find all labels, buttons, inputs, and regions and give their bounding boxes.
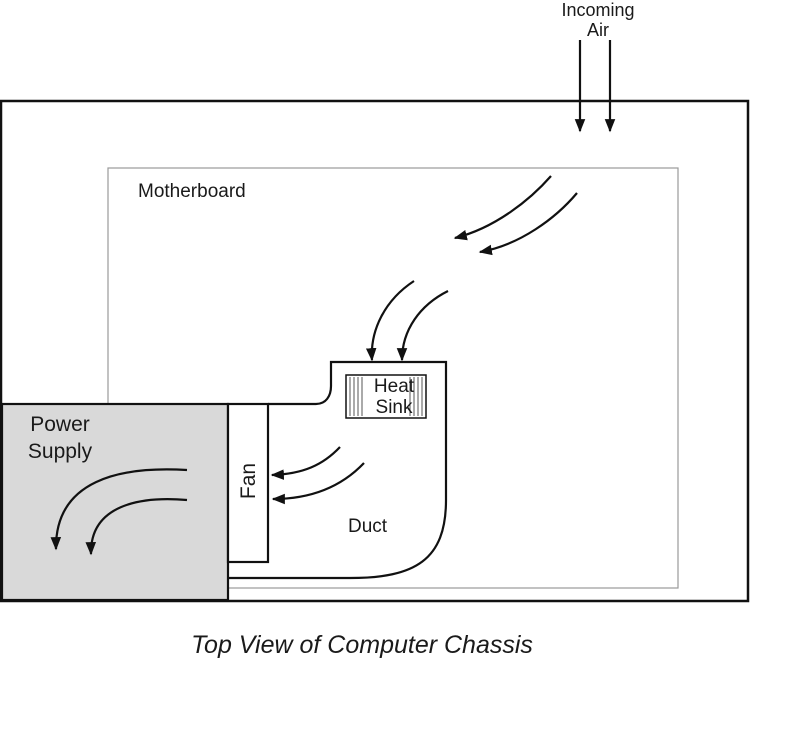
airflow-arrow-3 <box>365 280 415 362</box>
incoming-air-label-line2: Air <box>587 20 609 40</box>
fan-box <box>226 402 270 564</box>
airflow-arrow-6 <box>271 462 365 505</box>
airflow-arrow-5 <box>270 446 341 480</box>
airflow-arrow-4 <box>396 290 449 362</box>
heat-sink-label-line2: Sink <box>376 397 413 418</box>
fan-label: Fan <box>237 463 260 499</box>
incoming-air-label-line1: Incoming <box>561 0 634 20</box>
airflow-arrow-2 <box>478 192 578 256</box>
figure-caption: Top View of Computer Chassis <box>191 631 533 659</box>
duct-label: Duct <box>348 516 388 537</box>
power-supply-label-line1: Power <box>30 413 90 436</box>
power-supply-box <box>0 402 230 602</box>
airflow-arrow-1 <box>453 175 552 241</box>
motherboard-label: Motherboard <box>138 181 246 202</box>
duct-outline <box>228 360 448 580</box>
airflow-arrow-7 <box>50 468 188 551</box>
airflow-arrow-8 <box>85 498 188 556</box>
heat-sink <box>345 374 427 419</box>
heat-sink-label-line1: Heat <box>374 376 415 397</box>
motherboard-outline <box>107 167 679 589</box>
chassis-outline <box>0 99 750 603</box>
power-supply-label-line2: Supply <box>28 440 93 463</box>
